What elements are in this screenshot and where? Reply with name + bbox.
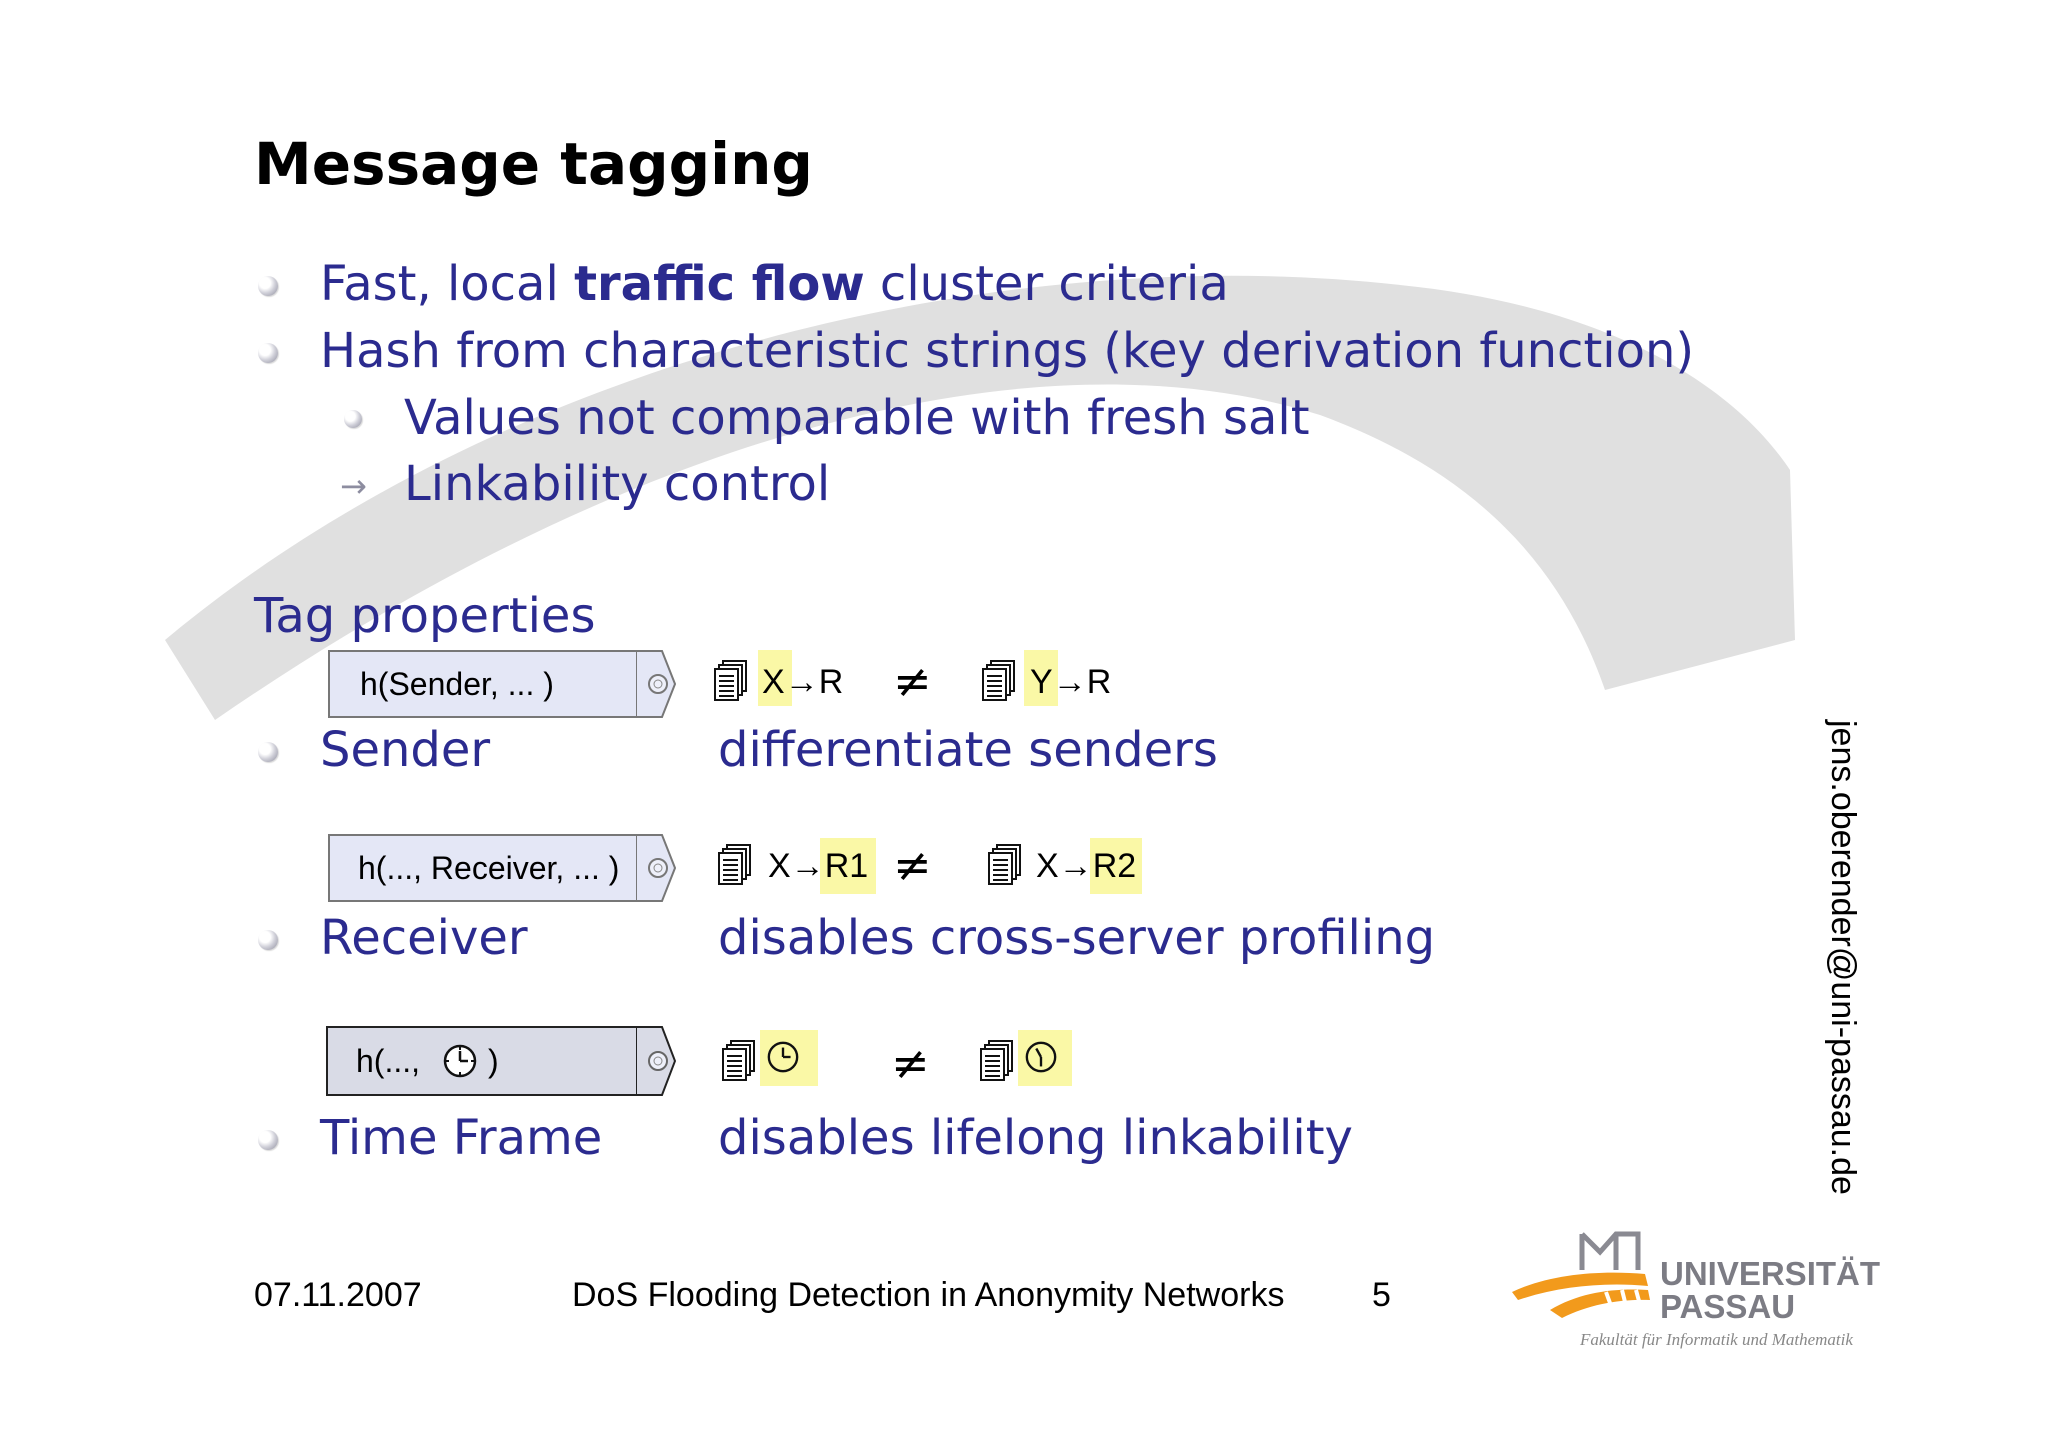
document-icon: [982, 660, 1015, 701]
side-email: jens.oberender@uni-passau.de: [1824, 720, 1862, 1195]
highlight-box: [1090, 838, 1142, 894]
bullet-marker: [258, 742, 278, 762]
logo-line1: UNIVERSITÄT: [1660, 1255, 1881, 1292]
receiver-tag: h(..., Receiver, ... ): [328, 834, 638, 902]
sender-tag: h(Sender, ... ): [328, 650, 638, 718]
bullet-marker: [258, 276, 278, 296]
expr-highlight: Y: [1030, 663, 1053, 701]
receiver-tag-tip: [636, 834, 676, 902]
arrow-bullet-icon: →: [340, 467, 367, 505]
sender-tag-tip: [636, 650, 676, 718]
highlight-box: [1024, 650, 1058, 706]
not-equal-sign: ≠: [891, 1036, 930, 1090]
time-frame-tag-tip: [636, 1026, 676, 1096]
time-frame-tag: h(..., ): [326, 1026, 638, 1096]
logo-line2: PASSAU: [1660, 1288, 1796, 1325]
receiver-label: Receiver: [320, 910, 528, 966]
highlight-box: [820, 838, 876, 894]
time-tag-label-post: ): [488, 1042, 499, 1079]
sub-bullet-fresh-salt: Values not comparable with fresh salt: [404, 390, 1310, 446]
receiver-description: disables cross-server profiling: [718, 910, 1436, 966]
footer-date: 07.11.2007: [254, 1276, 422, 1314]
expr-plain: X→: [1036, 847, 1093, 885]
footer-page-number: 5: [1372, 1276, 1391, 1314]
bullet-marker: [258, 343, 278, 363]
receiver-tag-label: h(..., Receiver, ... ): [358, 849, 620, 886]
expr-highlight: R2: [1092, 847, 1137, 885]
expr-highlight: R1: [824, 847, 869, 885]
receiver-right-expression: X→R2: [1036, 849, 1136, 883]
logo-subtitle: Fakultät für Informatik und Mathematik: [1580, 1330, 1853, 1349]
sender-description: differentiate senders: [718, 722, 1218, 778]
not-equal-sign: ≠: [893, 654, 932, 708]
document-icon: [988, 844, 1021, 885]
university-logo-icon: [1512, 1231, 1650, 1318]
sender-label: Sender: [320, 722, 491, 778]
time-frame-label: Time Frame: [320, 1110, 603, 1166]
expr-rest: →R: [1052, 663, 1112, 701]
sender-left-expression: X→R: [762, 665, 843, 699]
not-equal-sign: ≠: [893, 838, 932, 892]
document-icon: [718, 844, 751, 885]
sender-right-expression: Y→R: [1030, 665, 1111, 699]
sender-tag-label: h(Sender, ... ): [360, 665, 554, 702]
bullet-marker: [258, 1130, 278, 1150]
clock-icon: [1025, 1041, 1057, 1073]
time-frame-description: disables lifelong linkability: [718, 1110, 1353, 1166]
document-icon: [714, 660, 747, 701]
bullet-hash: Hash from characteristic strings (key de…: [320, 323, 1695, 379]
footer-talk-title: DoS Flooding Detection in Anonymity Netw…: [572, 1276, 1285, 1314]
tag-properties-heading: Tag properties: [254, 588, 596, 644]
document-icon: [980, 1040, 1013, 1081]
expr-rest: →R: [784, 663, 844, 701]
highlight-box: [758, 650, 792, 706]
document-icon: [722, 1040, 755, 1081]
clock-icon: [767, 1041, 799, 1073]
sub-bullet-linkability: Linkability control: [404, 456, 831, 512]
bullet-text-post: cluster criteria: [864, 256, 1229, 312]
expr-plain: X→: [768, 847, 825, 885]
sub-bullet-marker: [344, 410, 362, 428]
bullet-traffic-flow: Fast, local traffic flow cluster criteri…: [320, 260, 1229, 308]
bullet-marker: [258, 930, 278, 950]
slide-title: Message tagging: [254, 130, 813, 198]
bullet-text-pre: Fast, local: [320, 256, 575, 312]
time-tag-label-pre: h(...,: [356, 1042, 421, 1079]
expr-highlight: X: [762, 663, 785, 701]
bullet-text-bold: traffic flow: [574, 256, 865, 312]
receiver-left-expression: X→R1: [768, 849, 868, 883]
clock-icon: [443, 1044, 477, 1078]
